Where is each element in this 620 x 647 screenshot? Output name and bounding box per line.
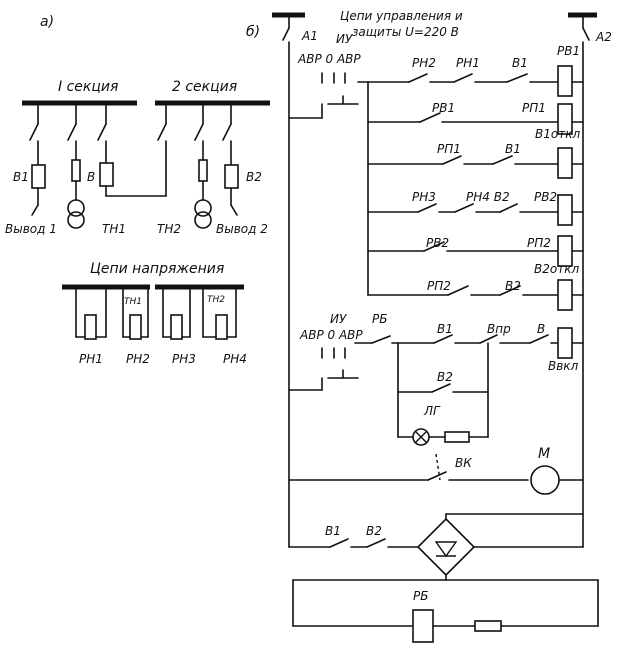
avr-switch-2 bbox=[288, 335, 399, 391]
row4-rn4-b2-label: РН4 В2 bbox=[466, 190, 510, 204]
section-2-feeders bbox=[194, 102, 239, 229]
tn1-small-label: ТН1 bbox=[124, 297, 142, 307]
rv2-coil-label: РВ2 bbox=[534, 190, 557, 204]
row-5-rp2 bbox=[367, 235, 584, 267]
rp2-coil-label: РП2 bbox=[527, 236, 551, 250]
a1-label: А1 bbox=[301, 29, 318, 43]
row1-rn1-label: РН1 bbox=[456, 56, 480, 70]
section-1-feeders bbox=[29, 102, 167, 229]
row-2-rp1 bbox=[367, 103, 584, 135]
tn2-label: ТН2 bbox=[157, 222, 181, 236]
rb-contact-label: РБ bbox=[372, 312, 387, 326]
row-3-b1-off bbox=[367, 147, 584, 179]
section-1-label: I секция bbox=[58, 79, 118, 95]
voltage-circuits-title: Цепи напряжения bbox=[90, 261, 224, 277]
iu-label-1: ИУ bbox=[336, 32, 353, 46]
iu-label-2: ИУ bbox=[330, 312, 347, 326]
breaker-b-label: В bbox=[87, 170, 95, 184]
output-1-label: Вывод 1 bbox=[5, 222, 57, 236]
row2-rv1-label: РВ1 bbox=[432, 101, 455, 115]
control-title-line2: защиты U=220 В bbox=[352, 25, 459, 39]
breaker-b1-label: В1 bbox=[13, 170, 29, 184]
b2-off-coil-label: В2откл bbox=[534, 262, 579, 276]
rv1-coil-label: РВ1 bbox=[557, 44, 580, 58]
row1-rn2-label: РН2 bbox=[412, 56, 436, 70]
row7-b1-label: В1 bbox=[437, 322, 453, 336]
row3-b1-label: В1 bbox=[505, 142, 521, 156]
b-on-coil-label: Ввкл bbox=[548, 359, 579, 373]
row-9-rectifier bbox=[288, 513, 584, 581]
rn4-label: РН4 bbox=[223, 352, 247, 366]
tn1-label: ТН1 bbox=[102, 222, 126, 236]
a2-label: А2 bbox=[595, 30, 612, 44]
row-4-rv2 bbox=[367, 194, 584, 226]
avr-switch-1 bbox=[288, 72, 369, 119]
rn3-label: РН3 bbox=[172, 352, 196, 366]
row4-rn3-label: РН3 bbox=[412, 190, 436, 204]
part-a-circuit: а) I секция 2 секция bbox=[5, 14, 270, 366]
avr-switch-1-label: АВР 0 АВР bbox=[297, 52, 361, 66]
row-8-motor bbox=[288, 453, 584, 495]
part-a-label: а) bbox=[40, 14, 54, 30]
rp1-coil-label: РП1 bbox=[522, 101, 546, 115]
output-2-label: Вывод 2 bbox=[216, 222, 268, 236]
part-b-label: б) bbox=[246, 24, 260, 40]
motor-label: М bbox=[538, 446, 550, 462]
vk-limit-switch-label: ВК bbox=[455, 456, 472, 470]
row-1-rv1 bbox=[367, 65, 584, 97]
row9-b1-label: В1 bbox=[325, 524, 341, 538]
section-2-label: 2 секция bbox=[172, 79, 237, 95]
lg-lamp-label: ЛГ bbox=[423, 404, 441, 418]
b1-off-coil-label: В1откл bbox=[535, 127, 580, 141]
part-b-circuit: б) Цепи управления и защиты U=220 В А1 И… bbox=[246, 9, 612, 643]
rn2-label: РН2 bbox=[126, 352, 150, 366]
row7-bpr-label: Впр bbox=[487, 322, 511, 336]
row7-b2-label: В2 bbox=[437, 370, 453, 384]
row9-b2-label: В2 bbox=[366, 524, 382, 538]
row-10-rb-coil bbox=[292, 579, 599, 643]
row3-rp1-label: РП1 bbox=[437, 142, 461, 156]
row-6-b2-off bbox=[367, 279, 584, 311]
rb-coil-label: РБ bbox=[413, 589, 428, 603]
row6-rp2-label: РП2 bbox=[427, 279, 451, 293]
control-title-line1: Цепи управления и bbox=[340, 9, 463, 23]
breaker-b2-label: В2 bbox=[246, 170, 262, 184]
avr-switch-2-label: АВР 0 АВР bbox=[299, 328, 363, 342]
row1-b1-label: В1 bbox=[512, 56, 528, 70]
rn1-label: РН1 bbox=[79, 352, 103, 366]
row7-b-label: В bbox=[537, 322, 545, 336]
row-7-b-on bbox=[397, 327, 584, 446]
row5-rv2-label: РВ2 bbox=[426, 236, 449, 250]
tn2-small-label: ТН2 bbox=[207, 295, 225, 305]
row6-b2-label: В2 bbox=[505, 279, 521, 293]
voltage-circuits bbox=[62, 284, 244, 340]
